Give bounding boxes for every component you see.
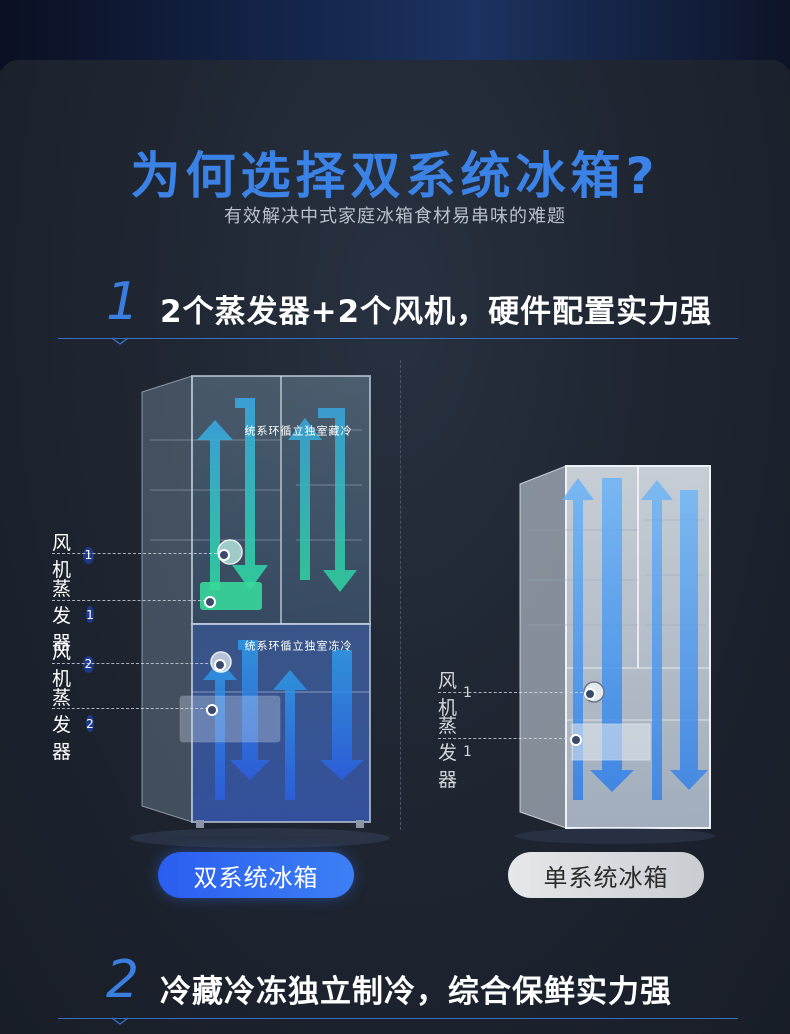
dual-system-label: 双系统冰箱 [158, 852, 354, 898]
dual-callout-fan-1: 风机 1 [52, 528, 95, 582]
dual-callout-evaporator-2: 蒸发器 2 [52, 683, 95, 764]
single-callout-evaporator-1: 蒸发器 1 [438, 711, 472, 792]
callout-label: 风机 [52, 641, 72, 690]
upper-loop-label: 冷藏室独立循环系统 [243, 425, 352, 437]
single-callout-fan-1: 风机 1 [438, 666, 472, 720]
leader-line [52, 600, 206, 601]
section2-heading: 冷藏冷冻独立制冷，综合保鲜实力强 [160, 974, 672, 1010]
section2-notch [112, 1017, 128, 1025]
leader-line [438, 738, 572, 739]
marker-dot [204, 596, 216, 608]
comparison-divider [400, 360, 401, 830]
leader-line [52, 708, 208, 709]
section1-number: 1 [106, 272, 140, 332]
page-title: 为何选择双系统冰箱? [130, 147, 660, 205]
callout-number: 2 [85, 715, 95, 732]
callout-number: 1 [85, 606, 95, 623]
callout-label: 蒸发器 [52, 578, 72, 654]
marker-dot [584, 688, 596, 700]
section1-notch [112, 337, 128, 345]
leader-line [52, 553, 222, 554]
section1-underline [58, 338, 738, 339]
marker-dot [206, 704, 218, 716]
top-banner [0, 0, 790, 70]
callout-label: 蒸发器 [438, 715, 458, 791]
section2-underline [58, 1018, 738, 1019]
page-subtitle: 有效解决中式家庭冰箱食材易串味的难题 [224, 206, 566, 227]
callout-label: 风机 [52, 532, 72, 581]
dual-callout-fan-2: 风机 2 [52, 637, 95, 691]
callout-label: 蒸发器 [52, 687, 72, 763]
marker-dot [218, 549, 230, 561]
section2-number: 2 [106, 950, 140, 1010]
callout-number: 1 [463, 685, 472, 701]
callout-number: 1 [463, 743, 472, 760]
callout-number: 1 [82, 546, 95, 564]
marker-dot [214, 659, 226, 671]
lower-loop-label: 冷冻室独立循环系统 [243, 640, 352, 652]
leader-line [438, 692, 588, 693]
marker-dot [570, 734, 582, 746]
section1-heading: 2个蒸发器+2个风机，硬件配置实力强 [160, 294, 713, 330]
leader-line [52, 663, 218, 664]
dual-callout-evaporator-1: 蒸发器 1 [52, 574, 95, 655]
callout-number: 2 [82, 655, 95, 673]
callout-label: 风机 [438, 670, 458, 719]
single-system-label: 单系统冰箱 [508, 852, 704, 898]
